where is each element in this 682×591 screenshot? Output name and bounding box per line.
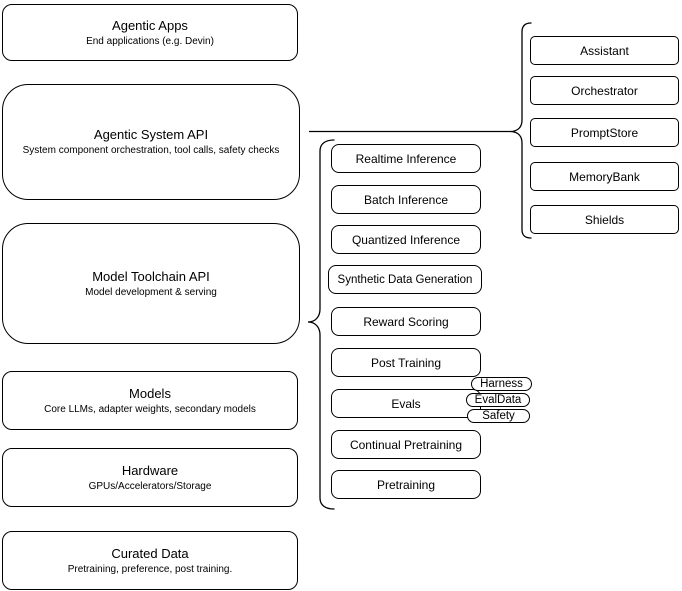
node-continual-pretraining: Continual Pretraining — [331, 430, 481, 459]
tag-safety: Safety — [467, 409, 530, 423]
tag-harness: Harness — [471, 377, 532, 391]
node-post-training: Post Training — [331, 348, 481, 377]
node-title: Curated Data — [111, 545, 189, 561]
node-models: Models Core LLMs, adapter weights, secon… — [2, 371, 298, 430]
node-subtitle: Pretraining, preference, post training. — [67, 563, 233, 575]
node-agentic-system-api: Agentic System API System component orch… — [2, 84, 300, 200]
node-reward-scoring: Reward Scoring — [331, 307, 481, 336]
node-agentic-apps: Agentic Apps End applications (e.g. Devi… — [2, 4, 298, 61]
node-subtitle: Core LLMs, adapter weights, secondary mo… — [44, 403, 256, 415]
node-quantized-inference: Quantized Inference — [331, 225, 481, 254]
node-synthetic-data-generation: Synthetic Data Generation — [328, 265, 482, 294]
node-curated-data: Curated Data Pretraining, preference, po… — [2, 531, 298, 590]
node-pretraining: Pretraining — [331, 470, 481, 499]
node-model-toolchain-api: Model Toolchain API Model development & … — [2, 223, 300, 344]
node-shields: Shields — [530, 205, 679, 234]
node-subtitle: Model development & serving — [85, 286, 217, 298]
node-memorybank: MemoryBank — [530, 162, 679, 191]
system-group-brace — [509, 22, 532, 239]
node-subtitle: GPUs/Accelerators/Storage — [88, 480, 212, 492]
node-subtitle: System component orchestration, tool cal… — [22, 145, 280, 156]
node-evals: Evals — [331, 389, 481, 418]
node-title: Models — [129, 385, 171, 401]
node-title: Hardware — [121, 462, 179, 478]
node-title: Model Toolchain API — [92, 268, 210, 284]
node-realtime-inference: Realtime Inference — [331, 144, 481, 173]
node-hardware: Hardware GPUs/Accelerators/Storage — [2, 448, 298, 507]
node-assistant: Assistant — [530, 36, 679, 65]
node-title: Agentic System API — [93, 127, 209, 142]
node-orchestrator: Orchestrator — [530, 76, 679, 105]
node-title: Agentic Apps — [112, 17, 188, 33]
node-promptstore: PromptStore — [530, 118, 679, 147]
node-batch-inference: Batch Inference — [331, 185, 481, 214]
node-subtitle: End applications (e.g. Devin) — [86, 35, 214, 47]
tag-evaldata: EvalData — [466, 393, 530, 407]
